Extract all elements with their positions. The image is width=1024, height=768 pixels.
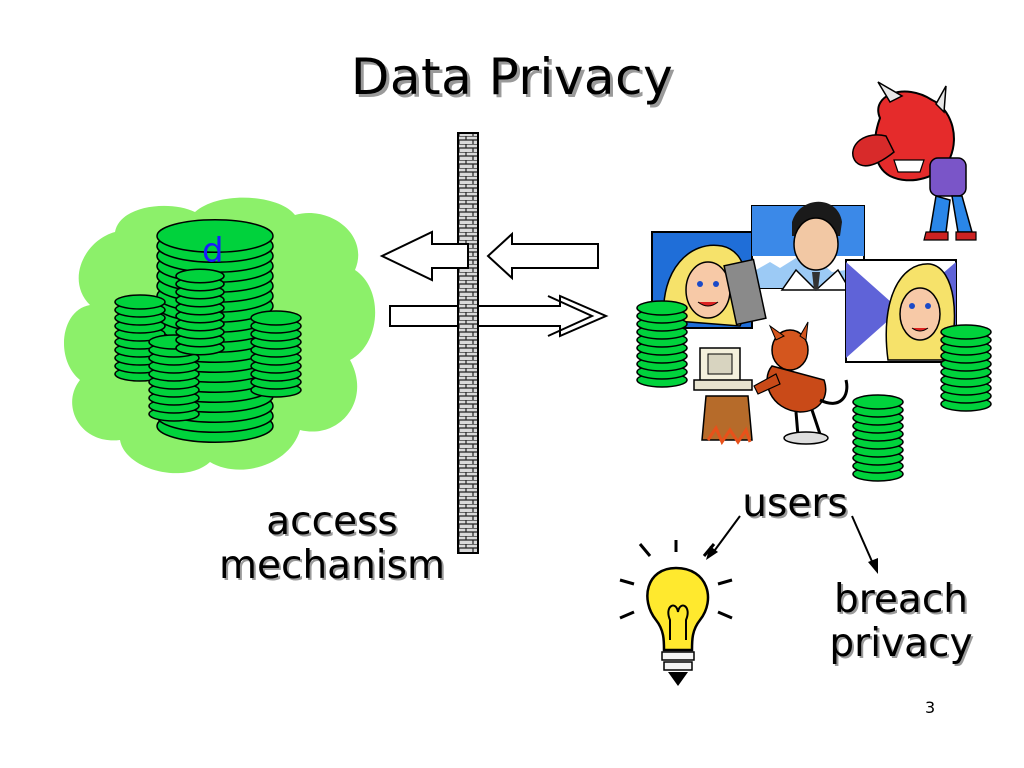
access-label-line-2: mechanism [219,543,445,588]
disk-stack-users-right [940,324,992,412]
users-label: users [742,481,848,526]
breach-privacy-label: breach privacy [820,578,982,666]
breach-label-line-2: privacy [829,621,973,666]
arrow-right-icon [389,294,609,338]
disk-stack-users-left [636,300,688,388]
devil-user-icon [852,81,977,241]
hacker-devil-icon [693,321,849,446]
access-label-line-1: access [266,499,398,544]
database-stack-icon [114,219,302,443]
slide-title: Data Privacy [350,48,674,106]
light-bulb-icon [619,540,733,686]
database-label: d [202,231,224,271]
woman-user-icon-2 [845,259,957,363]
page-number: 3 [925,698,936,717]
arrow-left-icon [379,230,599,282]
firewall-wall-icon [457,132,479,554]
database-stack-icon-right [636,300,992,482]
disk-stack-center [175,268,225,356]
breach-label-line-1: breach [834,577,968,622]
access-mechanism-label: access mechanism [216,500,448,588]
disk-stack-right [250,310,302,398]
man-user-icon [723,201,865,326]
disk-stack-users-bottom [852,394,904,482]
